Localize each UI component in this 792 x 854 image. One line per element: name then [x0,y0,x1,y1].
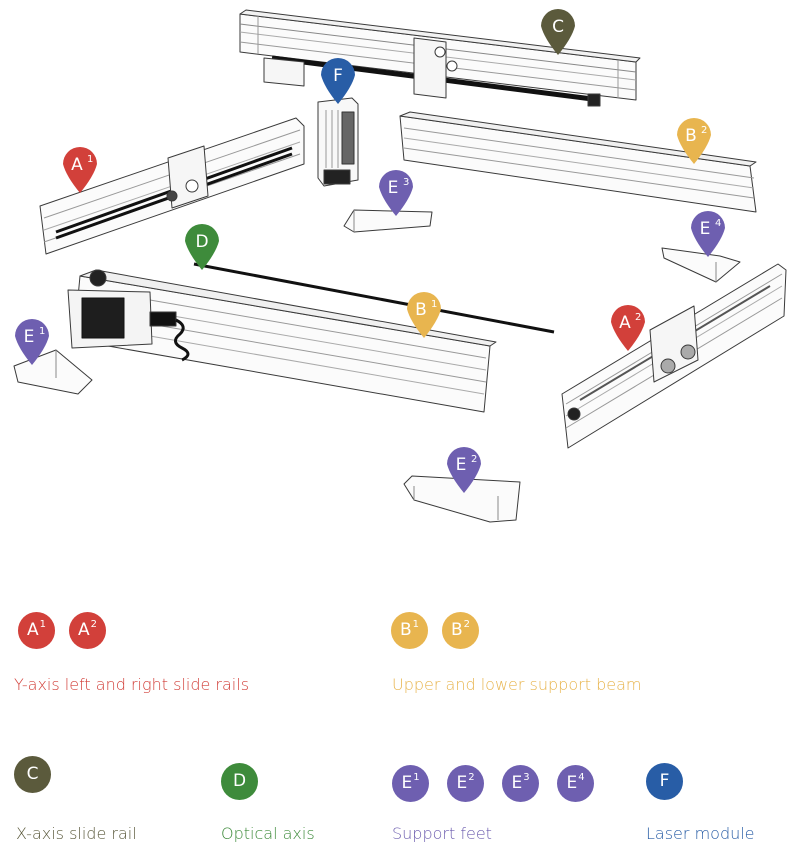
svg-text:C: C [552,17,564,37]
support-foot-e3 [343,209,433,233]
marker-f: F [321,58,355,104]
svg-text:4: 4 [715,218,721,229]
svg-text:3: 3 [403,177,409,188]
marker-d: D [185,224,219,270]
svg-text:F: F [333,66,343,86]
svg-text:E: E [700,219,711,239]
laser-module [317,97,359,187]
y-axis-left-slide-rail [39,117,305,255]
support-foot-e4 [661,247,741,283]
upper-support-beam [399,111,757,213]
legend-caption-b: Upper and lower support beam [392,675,642,694]
svg-text:B: B [415,300,427,320]
svg-text:2: 2 [635,312,641,323]
legend-caption-c: X-axis slide rail [16,824,137,843]
y-axis-right-slide-rail [561,263,787,449]
legend-caption-d: Optical axis [221,824,315,843]
legend-caption-e: Support feet [392,824,492,843]
svg-text:B: B [685,126,697,146]
svg-text:1: 1 [39,326,45,337]
legend-badge-d: D [221,763,258,800]
legend-badge-f: F [646,763,683,800]
svg-text:D: D [195,232,208,252]
svg-text:E: E [388,178,399,198]
svg-text:E: E [456,455,467,475]
svg-text:A: A [71,155,83,175]
svg-text:E: E [24,327,35,347]
optical-axis [193,262,555,334]
svg-text:2: 2 [471,454,477,465]
svg-text:2: 2 [701,125,707,136]
svg-text:1: 1 [431,299,437,310]
svg-text:1: 1 [87,154,93,165]
support-foot-e2 [403,475,521,523]
legend-caption-a: Y-axis left and right slide rails [14,675,250,694]
marker-c: C [541,8,575,55]
lower-support-beam [67,269,497,413]
x-axis-slide-rail [239,9,641,107]
legend-caption-f: Laser module [646,824,755,843]
legend-badge-c: C [14,756,51,793]
svg-text:A: A [619,313,631,333]
